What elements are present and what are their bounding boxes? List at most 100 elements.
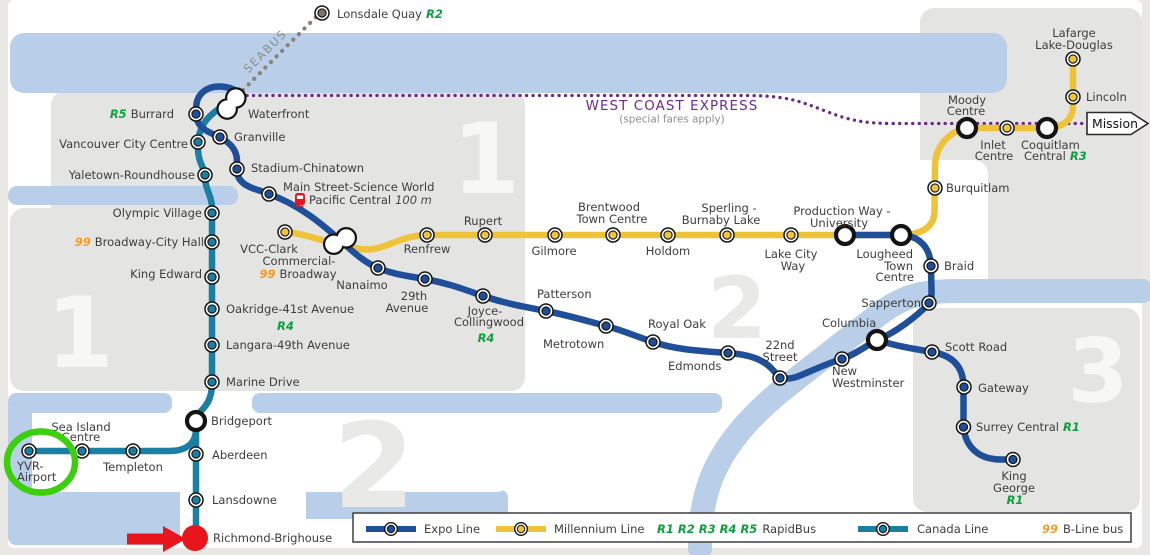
station-label-sapperton: Sapperton [861,296,921,310]
station-yvr-airport[interactable] [21,443,37,459]
station-22nd-street[interactable] [772,370,788,386]
station-vcc-clark[interactable] [277,224,293,240]
station-lincoln[interactable] [1065,89,1081,105]
station-vancouver-city-centre[interactable] [190,134,206,150]
station-waterfront[interactable] [216,87,247,120]
legend-canada-label: Canada Line [917,522,988,536]
legend-millennium-label: Millennium Line [554,522,644,536]
station-scott-road[interactable] [924,344,940,360]
station-label-marine-drive: Marine Drive [226,375,300,389]
legend-sample-canada [858,521,908,537]
station-templeton[interactable] [125,443,141,459]
station-joyce-collingwood[interactable] [475,288,491,304]
station-broadway-city-hall[interactable] [204,234,220,250]
station-commercial-broadway[interactable] [322,227,358,255]
west-coast-express-line [245,93,1087,126]
station-bridgeport[interactable] [184,409,208,433]
legend-station-icon-expo [383,521,399,537]
station-label-vcc-clark: VCC-Clark [240,242,298,256]
station-burquitlam[interactable] [927,180,943,196]
station-label-richmond-brighouse: Richmond-Brighouse [213,531,332,545]
station-patterson[interactable] [538,303,554,319]
zone3-surrey [913,308,1140,512]
station-inlet-centre[interactable] [999,120,1015,136]
station-sea-island-centre[interactable] [74,443,90,459]
water-fraser-river [688,279,1150,555]
station-langara-49th-avenue[interactable] [204,337,220,353]
station-lansdowne[interactable] [188,492,204,508]
water-north-arm-east [252,393,722,413]
station-main-street-science-world[interactable] [261,186,277,202]
station-king-edward[interactable] [204,269,220,285]
legend-box [352,512,1132,543]
station-coquitlam-central[interactable] [1035,116,1059,140]
station-burrard[interactable] [188,106,204,122]
station-oakridge-41st-avenue[interactable] [204,301,220,317]
station-label-lougheed-town-centre: Lougheed [856,247,913,261]
station-label-metrotown: Metrotown [543,337,604,351]
station-edmonds[interactable] [720,345,736,361]
station-royal-oak[interactable] [645,334,661,350]
station-label-yvr-airport: YVR- [16,459,44,473]
station-lafarge-lake-douglas[interactable] [1065,51,1081,67]
station-lougheed-town-centre[interactable] [889,223,913,247]
station-stadium-chinatown[interactable] [229,161,245,177]
station-29th-avenue[interactable] [417,271,433,287]
station-label-lake-city-way: Lake City [765,247,818,261]
station-columbia[interactable] [865,328,889,352]
station-king-george[interactable] [1005,451,1021,468]
station-brentwood-town-centre[interactable] [605,227,621,243]
station-label-sperling-burnaby-lake-1: Burnaby Lake [682,213,761,227]
legend-sample-expo [366,521,416,537]
station-label-langara-49th-avenue: Langara-49th Avenue [226,338,350,352]
station-marine-drive[interactable] [204,374,220,390]
station-new-westminster[interactable] [834,351,850,367]
station-gateway[interactable] [956,379,972,395]
station-label-scott-road: Scott Road [945,340,1007,354]
station-production-way-university[interactable] [833,223,857,247]
station-moody-centre[interactable] [955,116,979,140]
station-holdom[interactable] [660,227,676,243]
station-label-inlet-centre-1: Centre [975,149,1013,163]
station-label-king-george-1: George [993,481,1035,495]
train-icon [295,193,305,208]
station-renfrew[interactable] [419,227,435,243]
station-aberdeen[interactable] [188,446,204,462]
seabus-line [240,14,319,93]
station-gilmore[interactable] [547,227,563,243]
station-label-edmonds: Edmonds [668,359,721,373]
station-lonsdale-quay[interactable] [314,5,330,21]
station-granville[interactable] [212,129,228,145]
station-metrotown[interactable] [598,318,614,334]
station-richmond-brighouse[interactable] [182,525,208,551]
fare-zone-numeral-1: 1 [452,103,520,217]
station-label-production-way-university: Production Way - [793,204,890,218]
station-label-templeton: Templeton [102,460,163,474]
station-braid[interactable] [923,258,939,274]
station-rupert[interactable] [477,227,493,243]
fare-zone-numeral-2: 2 [707,259,767,359]
water-north-arm-west [8,393,172,413]
station-label-new-westminster-1: Westminster [832,376,905,390]
station-yaletown-roundhouse[interactable] [197,167,213,183]
station-sperling-burnaby-lake[interactable] [719,227,735,243]
station-sapperton[interactable] [921,295,937,311]
station-olympic-village[interactable] [204,205,220,221]
station-lake-city-way[interactable] [783,227,799,243]
station-label-sperling-burnaby-lake: Sperling - [701,201,756,215]
station-surrey-central[interactable] [955,419,972,435]
fare-zone-numeral-1: 1 [46,277,114,391]
station-label-braid: Braid [944,259,974,273]
station-nanaimo[interactable] [370,260,386,276]
station-label-waterfront: Waterfront [248,107,310,121]
legend: Expo Line Millennium Line R1 R2 R3 R4 R5… [352,512,1132,543]
highlight-arrow [127,526,186,552]
